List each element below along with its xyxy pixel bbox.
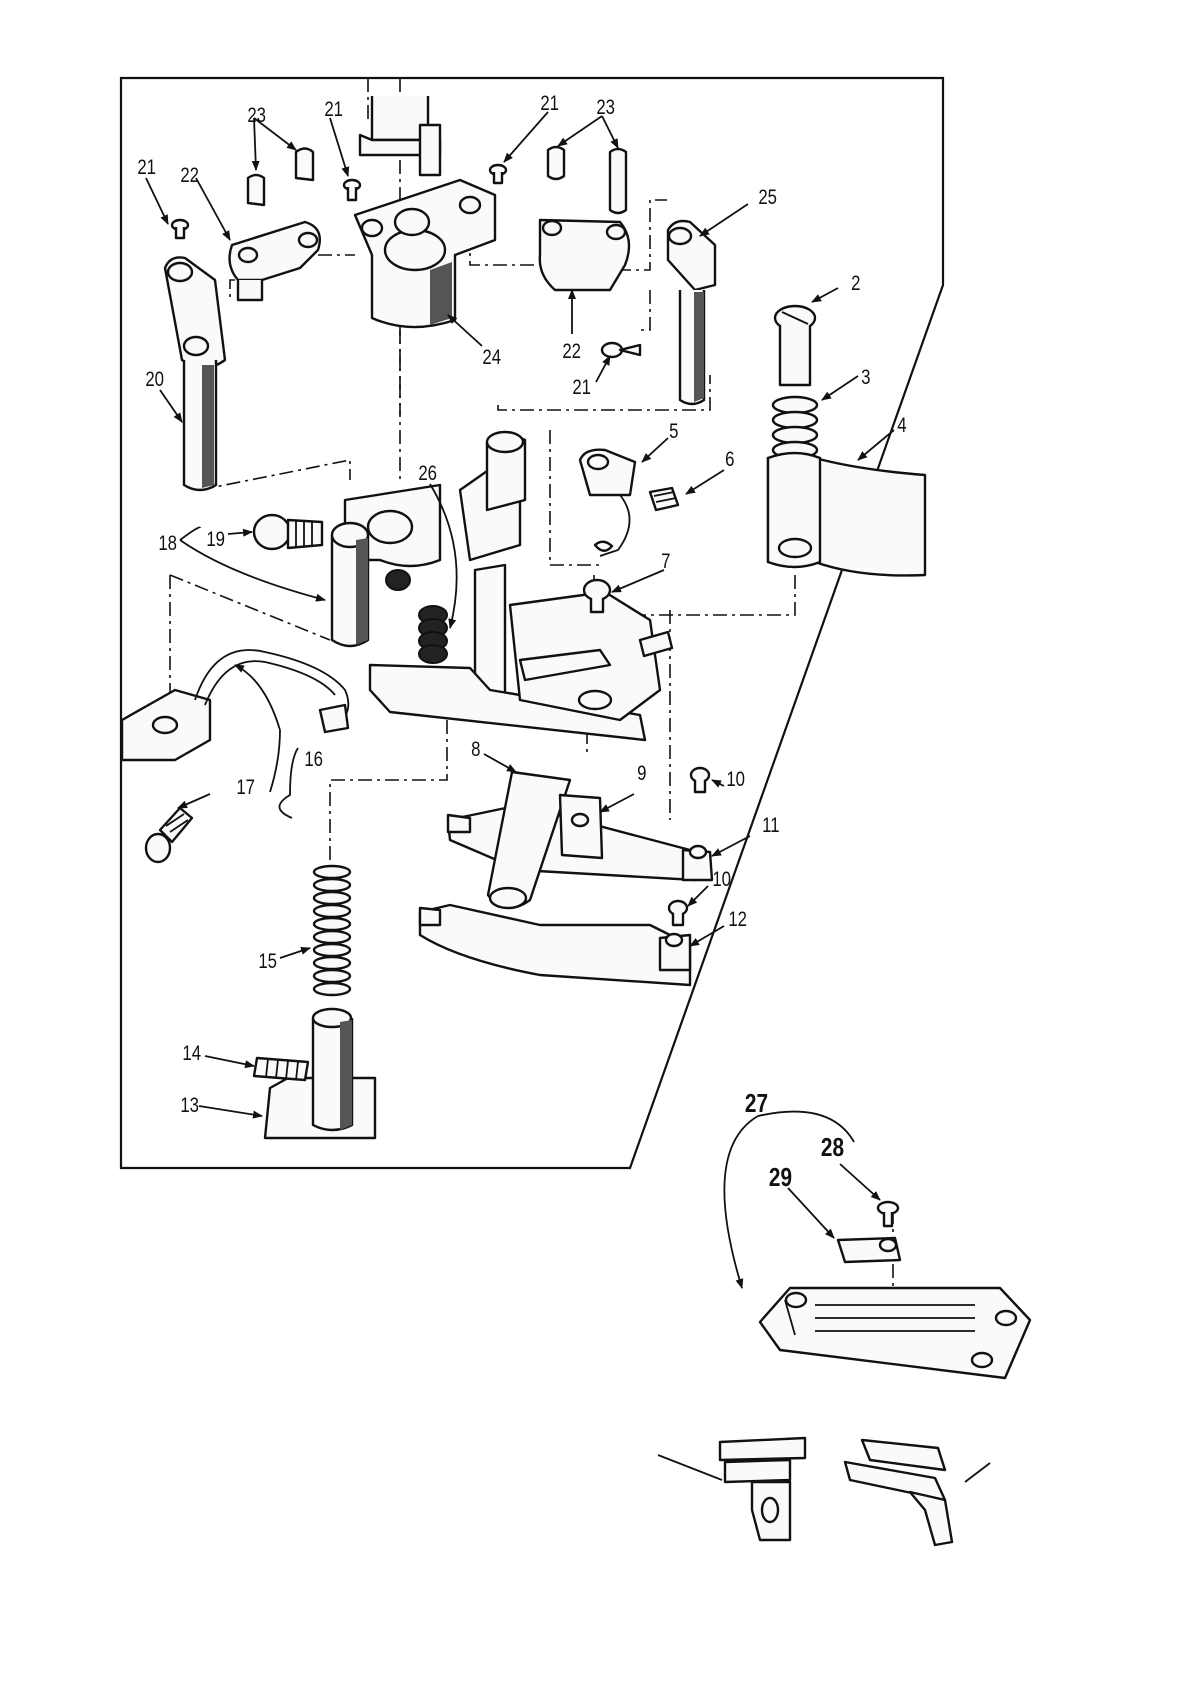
callout-23a: 23 [247, 104, 266, 127]
callout-5: 5 [669, 420, 678, 443]
callout-16: 16 [304, 748, 323, 771]
callout-14: 14 [182, 1042, 201, 1065]
callout-18: 18 [158, 532, 177, 555]
callout-9: 9 [637, 762, 646, 785]
callout-21b: 21 [324, 98, 343, 121]
callout-10a: 10 [726, 768, 745, 791]
callout-4: 4 [897, 414, 907, 437]
part-28-screw [878, 1202, 898, 1226]
part-16-thread-guide [122, 650, 348, 760]
callout-29: 29 [769, 1163, 792, 1192]
callout-26: 26 [418, 462, 437, 485]
callout-24: 24 [482, 346, 501, 369]
accessory-binder-attachment [658, 1438, 805, 1540]
callout-21c: 21 [540, 92, 559, 115]
callout-17: 17 [236, 776, 255, 799]
part-24-presser-bar-bracket [355, 78, 495, 327]
callout-22b: 22 [562, 340, 581, 363]
accessory-folder-attachment [845, 1440, 990, 1545]
part-5-clamp [580, 450, 635, 556]
part-22-left-link [230, 149, 320, 301]
callout-6: 6 [725, 448, 734, 471]
part-2-hinge-screw [775, 306, 815, 385]
callout-13: 13 [180, 1094, 199, 1117]
part-14-screw [254, 1058, 308, 1080]
part-22-right-link [540, 147, 629, 290]
callout-3: 3 [861, 366, 870, 389]
part-25-right-arm [668, 221, 715, 404]
callout-20: 20 [145, 368, 164, 391]
callout-8: 8 [471, 738, 480, 761]
part-9-clamp-block [560, 795, 602, 858]
callout-12: 12 [728, 908, 747, 931]
callout-10b: 10 [712, 868, 731, 891]
part-12-lower-foot [420, 905, 690, 985]
part-4-guide-plate [768, 453, 925, 575]
callout-21a: 21 [137, 156, 156, 179]
callout-19: 19 [206, 528, 225, 551]
part-27-throat-plate [760, 1288, 1030, 1378]
callout-23b: 23 [596, 96, 615, 119]
part-29-spring-plate [838, 1238, 900, 1262]
callout-25: 25 [758, 186, 777, 209]
part-20-left-arm [165, 257, 225, 490]
part-15-spring [314, 866, 350, 995]
callout-27: 27 [745, 1089, 768, 1118]
callout-15: 15 [258, 950, 277, 973]
callout-21d: 21 [572, 376, 591, 399]
part-26-spring [386, 570, 447, 663]
part-6-set-screw [650, 488, 678, 510]
part-17-screw [146, 808, 192, 862]
callout-2: 2 [851, 272, 860, 295]
callout-7: 7 [661, 550, 670, 573]
callout-22a: 22 [180, 164, 199, 187]
callout-11: 11 [762, 814, 779, 837]
part-19-screw [254, 515, 322, 549]
callout-28: 28 [821, 1133, 844, 1162]
